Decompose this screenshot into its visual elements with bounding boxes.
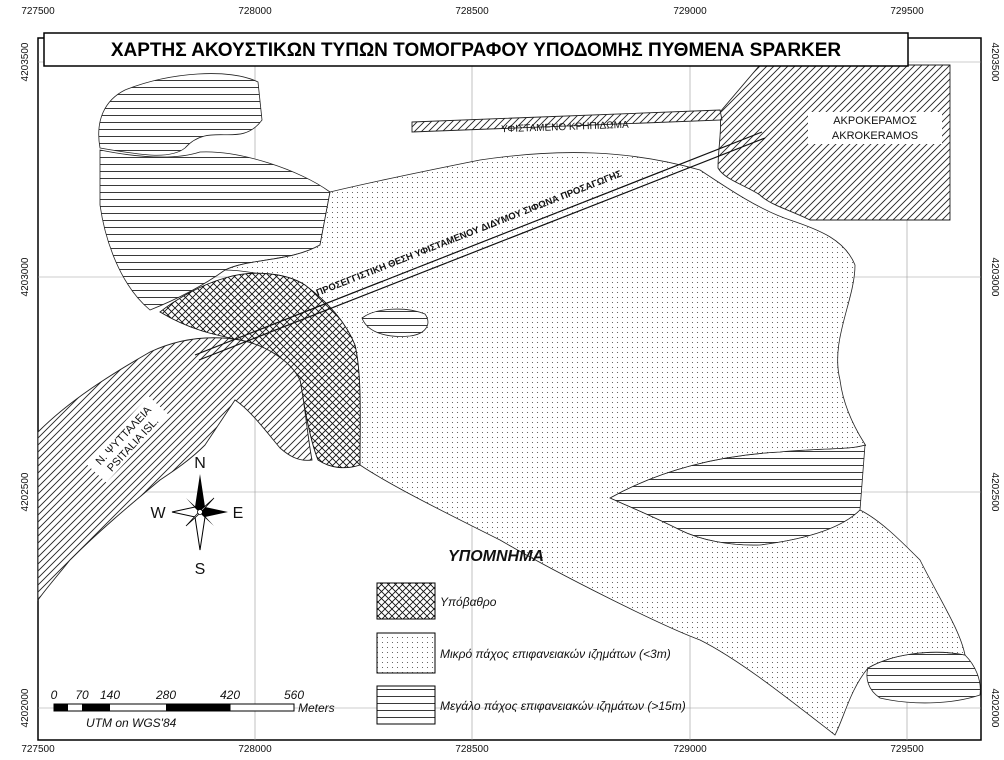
y-tick-left: 4203000 (20, 257, 31, 296)
psyttaleia-island (37, 337, 313, 602)
y-tick-right: 4202500 (989, 473, 1000, 512)
scale-tick: 280 (155, 688, 176, 702)
y-tick-right: 4203500 (989, 43, 1000, 82)
x-tick-labels-bottom: 727500 728000 728500 729000 729500 (21, 744, 924, 755)
legend-swatch-thin (376, 632, 436, 674)
scale-tick: 70 (75, 688, 89, 702)
scale-tick: 140 (100, 688, 120, 702)
legend-swatch-thick (376, 685, 436, 725)
y-tick-left: 4202500 (20, 472, 31, 511)
x-tick-bottom: 729000 (673, 744, 707, 755)
legend-label-thin: Μικρό πάχος επιφανειακών ιζημάτων (<3m) (440, 647, 671, 661)
akrokeramos-label-bg (808, 112, 942, 144)
x-tick-top: 728500 (455, 6, 489, 17)
y-tick-left: 4202000 (20, 688, 31, 727)
title-box (43, 32, 909, 67)
legend-label-bedrock: Υπόβαθρο (440, 595, 497, 609)
siphon-line (194, 131, 766, 361)
x-tick-top: 729000 (673, 6, 707, 17)
akrokeramos-label-gr: ΑΚΡΟΚΕΡΑΜΟΣ (833, 115, 917, 127)
east-letter: E (233, 505, 244, 522)
legend: ΥΠΟΜΝΗΜΑ Υπόβαθρο Μικρό πάχος επιφανειακ… (376, 548, 686, 725)
existing-quay-label: ΥΦΙΣΤΑΜΕΝΟ ΚΡΗΠΙΔΩΜΑ (501, 120, 629, 135)
akrokeramos-label-en: AKROKERAMOS (832, 130, 918, 142)
legend-swatch-bedrock (376, 582, 436, 620)
y-tick-right: 4203000 (989, 258, 1000, 297)
y-tick-left: 4203500 (20, 42, 31, 81)
y-tick-right: 4202000 (989, 689, 1000, 728)
scale-tick: 560 (284, 688, 304, 702)
scale-bar: 0 70 140 280 420 560 Meters UTM on WGS'8… (51, 688, 335, 730)
south-letter: S (195, 561, 206, 578)
west-letter: W (150, 505, 166, 522)
north-arrow: N S W E (150, 455, 243, 578)
x-tick-top: 727500 (21, 6, 55, 17)
x-tick-bottom: 728500 (455, 744, 489, 755)
x-tick-labels-top: 727500 728000 728500 729000 729500 (21, 6, 924, 17)
x-tick-top: 728000 (238, 6, 272, 17)
map-title: ΧΑΡΤΗΣ ΑΚΟΥΣΤΙΚΩΝ ΤΥΠΩΝ ΤΟΜΟΓΡΑΦΟΥ ΥΠΟΔΟ… (111, 40, 842, 61)
north-letter: N (194, 455, 206, 472)
scale-tick: 0 (51, 688, 58, 702)
islet (361, 308, 429, 337)
projection-label: UTM on WGS'84 (86, 716, 177, 730)
y-tick-labels-right: 4203500 4203000 4202500 4202000 (989, 43, 1000, 728)
zone-thick-sediment-nw (98, 73, 263, 156)
legend-label-thick: Μεγάλο πάχος επιφανειακών ιζημάτων (>15m… (440, 699, 686, 713)
legend-heading: ΥΠΟΜΝΗΜΑ (448, 548, 544, 565)
x-tick-top: 729500 (890, 6, 924, 17)
scale-tick: 420 (220, 688, 240, 702)
y-tick-labels-left: 4203500 4203000 4202500 4202000 (20, 42, 31, 727)
existing-quay (411, 109, 723, 133)
scale-unit: Meters (298, 701, 335, 715)
x-tick-bottom: 727500 (21, 744, 55, 755)
x-tick-bottom: 728000 (238, 744, 272, 755)
x-tick-bottom: 729500 (890, 744, 924, 755)
